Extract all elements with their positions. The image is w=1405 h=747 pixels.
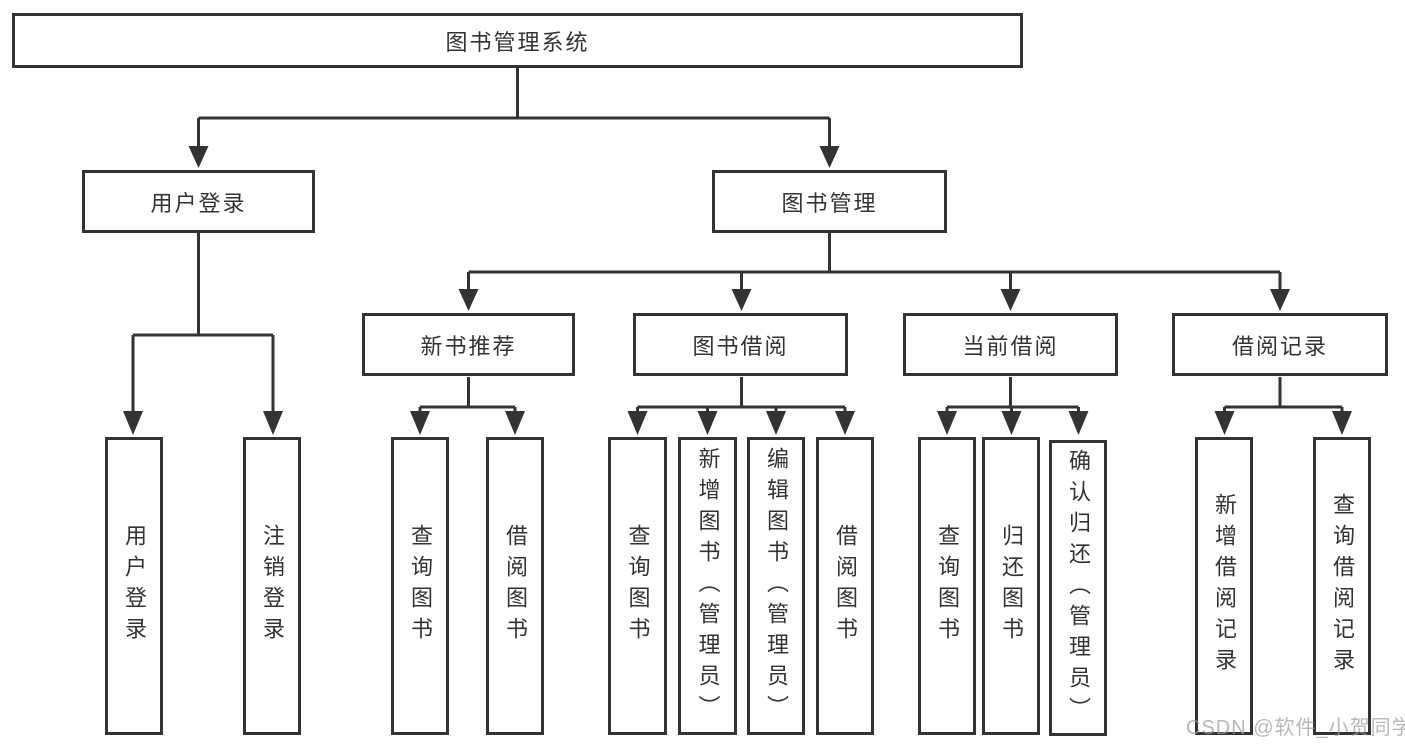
arrowhead-icon (410, 411, 430, 435)
node-cb-return-book-label: 归还图书 (999, 524, 1024, 648)
node-cb-query-book: 查询图书 (918, 437, 976, 735)
node-current-borrow-label: 当前借阅 (962, 333, 1059, 359)
node-br-add-record: 新增借阅记录 (1195, 437, 1253, 735)
arrowhead-icon (937, 411, 957, 435)
node-br-query-record-label: 查询借阅记录 (1330, 493, 1355, 679)
node-cb-return-book: 归还图书 (982, 437, 1040, 735)
node-logout-leaf: 注销登录 (243, 437, 301, 735)
node-borrow-record-label: 借阅记录 (1231, 333, 1328, 359)
arrowhead-icon (1001, 411, 1022, 435)
node-bb-borrow-book-label: 借阅图书 (833, 524, 858, 648)
node-br-query-record: 查询借阅记录 (1313, 437, 1371, 735)
node-user-login-leaf: 用户登录 (105, 437, 163, 735)
arrowhead-icon (766, 411, 786, 435)
arrowhead-icon (1270, 289, 1290, 311)
node-br-add-record-label: 新增借阅记录 (1212, 493, 1237, 679)
node-book-borrow: 图书借阅 (633, 313, 848, 376)
connector-bookborrow-to-children (636, 377, 847, 413)
node-book-mgmt: 图书管理 (712, 170, 947, 233)
connector-bookmgmt-to-level3 (467, 233, 1282, 291)
node-cb-query-book-label: 查询图书 (935, 524, 960, 648)
arrowhead-icon (819, 146, 840, 168)
node-new-book-rec-label: 新书推荐 (420, 333, 517, 359)
arrowhead-icon (1068, 411, 1089, 435)
connector-borrowrecord-to-children (1223, 377, 1344, 413)
arrowhead-icon (697, 411, 718, 435)
node-root-label: 图书管理系统 (445, 29, 590, 55)
arrowhead-icon (731, 289, 752, 311)
arrowhead-icon (1332, 411, 1352, 435)
node-user-login-label: 用户登录 (150, 190, 247, 216)
node-book-mgmt-label: 图书管理 (781, 190, 878, 216)
arrowhead-icon (505, 411, 525, 435)
connector-userlogin-to-children (131, 233, 275, 413)
node-bb-edit-book: 编辑图书（管理员） (747, 437, 805, 735)
node-new-book-rec: 新书推荐 (362, 313, 575, 376)
node-rec-borrow-book: 借阅图书 (486, 437, 544, 735)
node-current-borrow: 当前借阅 (903, 313, 1118, 376)
node-borrow-record: 借阅记录 (1172, 313, 1388, 376)
node-bb-edit-book-label: 编辑图书（管理员） (764, 446, 789, 726)
arrowhead-icon (1000, 289, 1021, 311)
arrowhead-icon (458, 289, 479, 311)
connector-lines (131, 68, 1344, 413)
node-cb-confirm-return-label: 确认归还（管理员） (1066, 448, 1091, 728)
node-user-login: 用户登录 (82, 170, 315, 233)
node-cb-confirm-return: 确认归还（管理员） (1049, 440, 1107, 736)
node-logout-leaf-label: 注销登录 (260, 524, 285, 648)
arrowhead-icon (263, 411, 283, 435)
node-user-login-leaf-label: 用户登录 (122, 524, 147, 648)
node-bb-query-book: 查询图书 (608, 437, 667, 735)
node-book-borrow-label: 图书借阅 (692, 333, 789, 359)
node-rec-borrow-book-label: 借阅图书 (503, 524, 528, 648)
node-rec-query-book: 查询图书 (391, 437, 449, 735)
watermark: CSDN @软件_小贺同学 (1186, 717, 1405, 739)
node-root: 图书管理系统 (12, 13, 1023, 68)
node-bb-query-book-label: 查询图书 (625, 524, 651, 648)
arrowhead-icon (123, 411, 143, 435)
node-bb-add-book-label: 新增图书（管理员） (695, 446, 721, 726)
arrowhead-icon (1214, 411, 1235, 435)
arrowhead-icon (835, 411, 855, 435)
node-bb-borrow-book: 借阅图书 (816, 437, 874, 735)
arrowhead-icon (188, 146, 209, 168)
connector-arrowheads (123, 146, 1352, 435)
connector-root-to-level2 (197, 68, 831, 150)
node-rec-query-book-label: 查询图书 (408, 524, 433, 648)
connector-newbookrec-to-children (418, 377, 517, 413)
arrowhead-icon (627, 411, 648, 435)
connector-currentborrow-to-children (945, 377, 1080, 413)
node-bb-add-book: 新增图书（管理员） (678, 437, 737, 735)
